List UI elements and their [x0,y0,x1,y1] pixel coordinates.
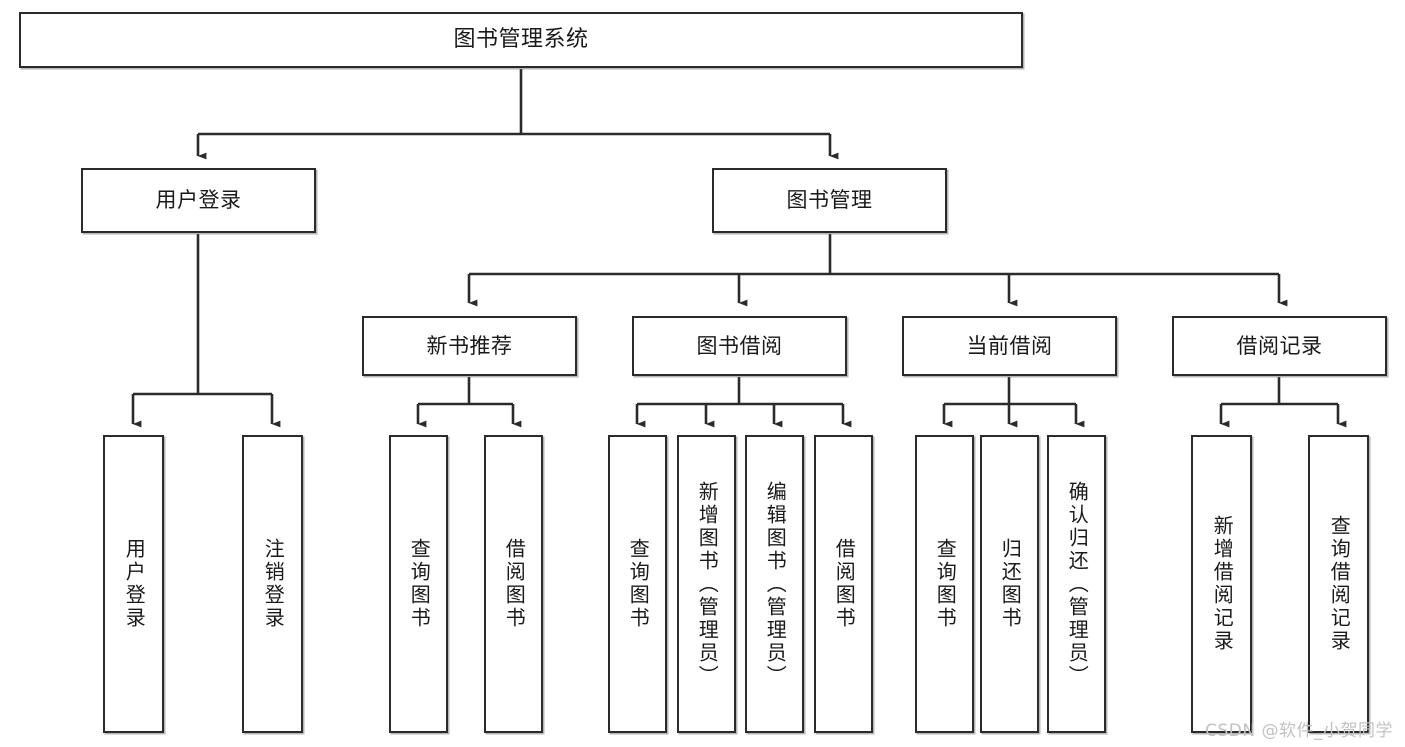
node-leaf-query-book-3[interactable]: 查询图书 [915,435,974,733]
node-leaf-borrow-book-1[interactable]: 借阅图书 [484,435,543,733]
node-label: 归还图书 [998,538,1023,630]
node-user-login[interactable]: 用户登录 [81,168,316,233]
node-borrow-record[interactable]: 借阅记录 [1172,316,1387,376]
node-label: 查询图书 [933,538,958,630]
node-label: 当前借阅 [966,333,1053,358]
node-label: 借阅记录 [1236,333,1323,358]
node-label: 用户登录 [122,538,147,630]
node-label: 查询图书 [407,538,432,630]
node-current-borrow[interactable]: 当前借阅 [902,316,1117,376]
node-leaf-query-book-1[interactable]: 查询图书 [389,435,448,733]
node-label: 注销登录 [261,538,286,630]
node-label: 借阅图书 [502,538,527,630]
node-leaf-add-record[interactable]: 新增借阅记录 [1191,435,1252,733]
node-leaf-user-login[interactable]: 用户登录 [103,435,164,733]
node-label: 借阅图书 [832,538,857,630]
node-label: 新增图书（管理员） [695,480,720,688]
node-label: 图书管理系统 [453,27,589,53]
node-label: 图书管理 [786,188,873,213]
watermark-text: CSDN @软件_小贺同学 [1205,721,1393,741]
node-new-book-recommend[interactable]: 新书推荐 [362,316,577,376]
node-book-management-system[interactable]: 图书管理系统 [19,12,1023,68]
node-book-management[interactable]: 图书管理 [712,168,947,233]
node-leaf-confirm-return[interactable]: 确认归还（管理员） [1047,435,1106,733]
node-label: 编辑图书（管理员） [763,480,788,688]
node-label: 新增借阅记录 [1210,515,1235,653]
node-leaf-return-book[interactable]: 归还图书 [980,435,1039,733]
node-label: 新书推荐 [426,333,513,358]
node-leaf-query-record[interactable]: 查询借阅记录 [1308,435,1369,733]
node-label: 查询图书 [626,538,651,630]
node-leaf-borrow-book-2[interactable]: 借阅图书 [814,435,873,733]
node-leaf-add-book[interactable]: 新增图书（管理员） [677,435,736,733]
node-leaf-edit-book[interactable]: 编辑图书（管理员） [745,435,804,733]
node-label: 用户登录 [155,188,242,213]
node-label: 查询借阅记录 [1327,515,1352,653]
node-leaf-query-book-2[interactable]: 查询图书 [608,435,667,733]
node-label: 图书借阅 [696,333,783,358]
node-leaf-user-logout[interactable]: 注销登录 [242,435,303,733]
node-label: 确认归还（管理员） [1065,480,1090,688]
node-book-borrow[interactable]: 图书借阅 [632,316,847,376]
